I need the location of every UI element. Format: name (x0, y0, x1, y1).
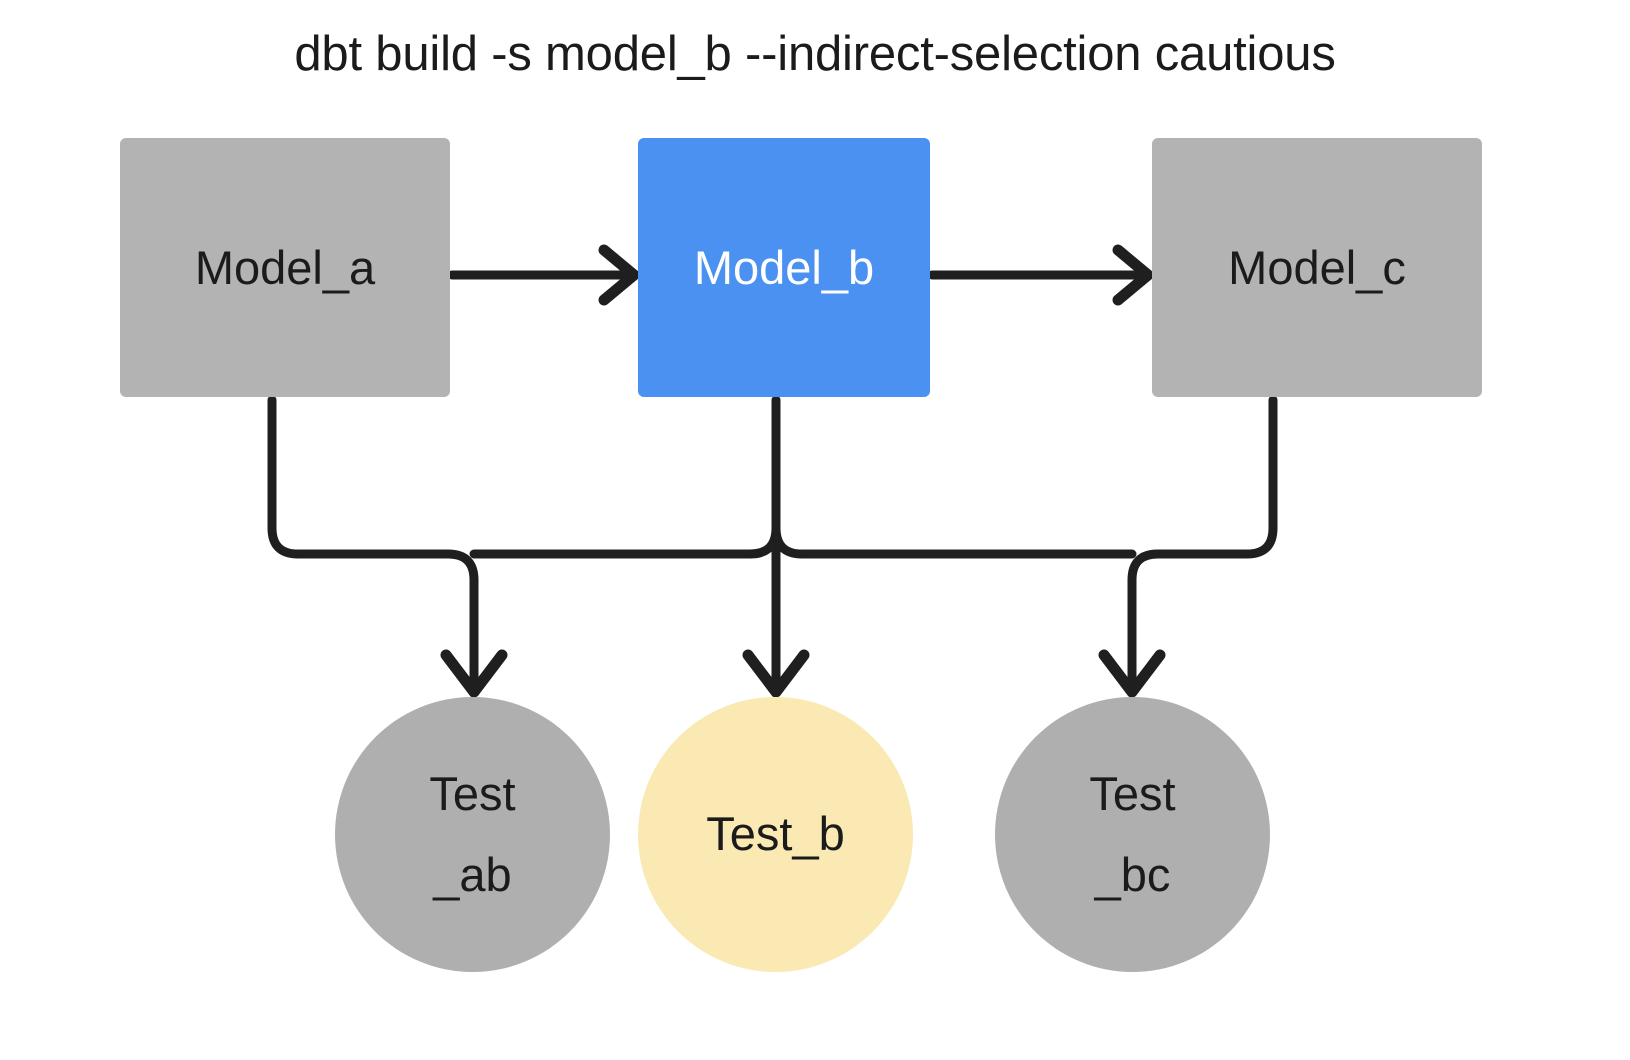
edge-model-b-to-model-c (927, 244, 1154, 306)
node-test-ab[interactable]: Test _ab (335, 697, 610, 972)
edge-model-a-to-test-ab (267, 395, 508, 698)
node-test-ab-label-line1: Test (429, 766, 516, 820)
node-model-a-label: Model_a (194, 240, 376, 294)
node-test-bc-label-line2: _bc (1094, 847, 1171, 901)
node-test-ab-label-line2: _ab (433, 847, 512, 901)
node-test-bc[interactable]: Test _bc (995, 697, 1270, 972)
node-model-c-label: Model_c (1228, 240, 1406, 294)
diagram-title: dbt build -s model_b --indirect-selectio… (294, 27, 1336, 81)
edge-model-b-to-test-b (742, 395, 810, 698)
node-model-c[interactable]: Model_c (1152, 138, 1482, 397)
node-test-b-label-line1: Test_b (706, 807, 845, 861)
node-model-b[interactable]: Model_b (638, 138, 930, 397)
node-test-b[interactable]: Test_b (638, 697, 913, 972)
edge-model-a-to-model-b (447, 244, 640, 306)
edge-shared-rail (469, 523, 1137, 559)
node-model-b-label: Model_b (693, 240, 875, 294)
edge-model-c-to-test-bc (1098, 395, 1278, 698)
node-model-a[interactable]: Model_a (120, 138, 450, 397)
node-test-bc-label-line1: Test (1089, 766, 1176, 820)
